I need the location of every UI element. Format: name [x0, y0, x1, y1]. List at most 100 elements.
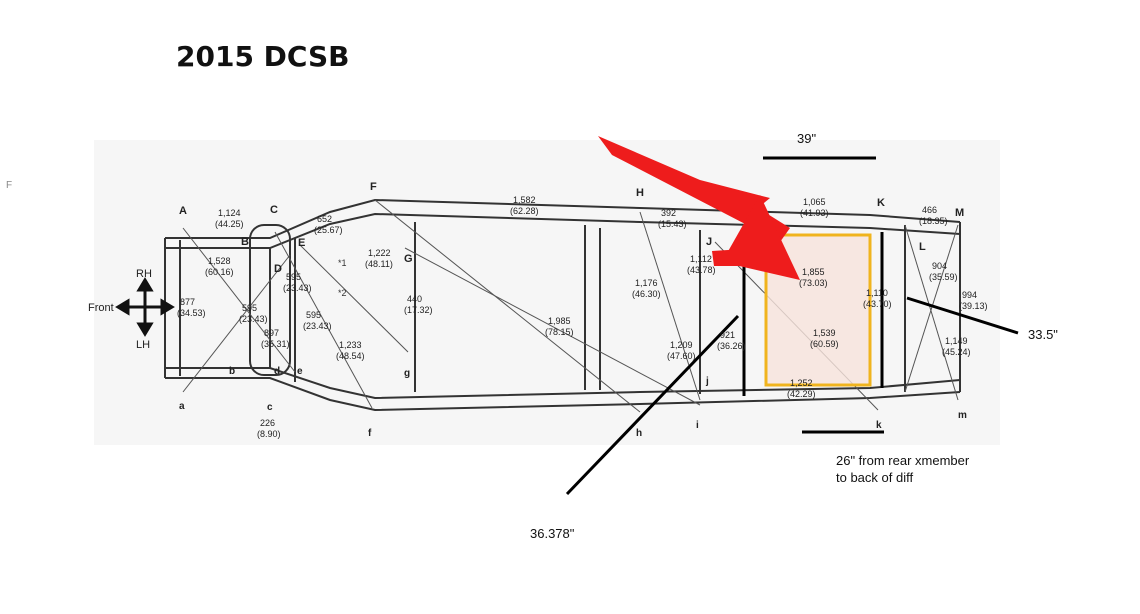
dimension-mm: 440	[407, 294, 422, 304]
dimension-mm: 1,110	[866, 288, 888, 298]
point-label-E: E	[298, 237, 305, 249]
dimension-mm: 1,065	[803, 197, 826, 207]
dimension-inches: (42.29)	[787, 389, 816, 399]
dimension-labels: 1,124(44.25) 652(25.67) 1,582(62.28) 392(15…	[177, 195, 988, 439]
point-label-lower-g: g	[404, 368, 410, 379]
arrow-right-icon	[160, 298, 175, 316]
annotation-33-5: 33.5"	[1028, 327, 1058, 342]
dimension-label: 921(36.26)	[717, 330, 746, 351]
arrow-down-icon	[136, 322, 154, 337]
dimension-inches: (23.43)	[303, 321, 332, 331]
dimension-inches: (43.70)	[863, 299, 892, 309]
annotation-36-378: 36.378"	[530, 526, 575, 541]
dimension-mm: 1,176	[635, 278, 658, 288]
dimension-label: 1,209(47.60)	[667, 340, 696, 361]
point-label-D: D	[274, 263, 282, 275]
dimension-mm: 921	[720, 330, 735, 340]
diag-H-i	[639, 211, 701, 401]
red-arrow	[598, 136, 800, 280]
dimension-inches: (25.67)	[314, 225, 343, 235]
dimension-mm: 1,209	[670, 340, 693, 350]
dimension-mm: 595	[286, 272, 301, 282]
dimension-label: 1,233(48.54)	[336, 340, 365, 361]
dimension-mm: 1,528	[208, 256, 231, 266]
label-front: Front	[88, 302, 114, 314]
line-36-378	[565, 314, 740, 496]
point-label-lower-c: c	[267, 402, 273, 413]
dimension-mm: 904	[932, 261, 947, 271]
dimension-mm: 226	[260, 418, 275, 428]
dimension-label: 994(39.13)	[959, 290, 988, 311]
dimension-mm: 1,582	[513, 195, 536, 205]
dimension-label: 1,065(41.93)	[800, 197, 829, 218]
dimension-mm: 1,149	[945, 336, 968, 346]
dimension-label: 1,252(42.29)	[787, 378, 816, 399]
point-label-lower-i: i	[696, 420, 699, 431]
dimension-inches: (18.35)	[919, 216, 948, 226]
dimension-mm: 392	[661, 208, 676, 218]
dimension-inches: (23.43)	[239, 314, 268, 324]
dimension-mm: 466	[922, 205, 937, 215]
dimension-inches: (34.53)	[177, 308, 206, 318]
dimension-inches: (47.60)	[667, 351, 696, 361]
dimension-label: 226(8.90)	[257, 418, 281, 439]
dimension-inches: (15.43)	[658, 219, 687, 229]
dimension-inches: (36.26)	[717, 341, 746, 351]
annotation-26-line2: to back of diff	[836, 470, 914, 485]
star-label-1: *1	[338, 258, 347, 268]
dimension-label: 1,176(46.30)	[632, 278, 661, 299]
dimension-inches: (23.43)	[283, 283, 312, 293]
point-label-lower-j: j	[705, 376, 709, 387]
point-label-lower-b: b	[229, 366, 235, 377]
point-label-lower-k: k	[876, 420, 882, 431]
dimension-label: 1,855(73.03)	[799, 267, 828, 288]
dimension-inches: (73.03)	[799, 278, 828, 288]
dimension-mm: 1,252	[790, 378, 813, 388]
point-label-lower-e: e	[297, 366, 303, 377]
star-label-2: *2	[338, 288, 347, 298]
point-label-H: H	[636, 187, 644, 199]
point-label-B: B	[241, 236, 249, 248]
dimension-inches: (45.24)	[942, 347, 971, 357]
diag-F-h	[374, 199, 641, 413]
frame-rails	[164, 198, 961, 412]
page-title: 2015 DCSB	[176, 40, 350, 73]
dimension-label: 1,582(62.28)	[510, 195, 539, 216]
point-label-L: L	[919, 241, 926, 253]
dimension-inches: (60.59)	[810, 339, 839, 349]
dimension-inches: (48.54)	[336, 351, 365, 361]
diag-G-i	[404, 247, 701, 406]
point-label-K: K	[877, 197, 885, 209]
dimension-mm: 1,985	[548, 316, 571, 326]
dimension-inches: (46.30)	[632, 289, 661, 299]
dimension-mm: 1,124	[218, 208, 241, 218]
dimension-label: 595(23.43)	[239, 303, 268, 324]
point-label-G: G	[404, 253, 413, 265]
point-label-lower-a: a	[179, 401, 185, 412]
point-label-C: C	[270, 204, 278, 216]
dimension-label: 595(23.43)	[283, 272, 312, 293]
point-label-lower-d: d	[274, 366, 280, 377]
dimension-inches: (62.28)	[510, 206, 539, 216]
point-label-J: J	[706, 236, 712, 248]
dimension-inches: (43.78)	[687, 265, 716, 275]
point-label-lower-h: h	[636, 428, 642, 439]
dimension-inches: (17.32)	[404, 305, 433, 315]
label-rh: RH	[136, 268, 152, 280]
diag-E-g	[299, 244, 409, 353]
point-label-A: A	[179, 205, 187, 217]
diag-C-f	[274, 231, 373, 409]
dimension-mm: 1,222	[368, 248, 391, 258]
dimension-label: 904(35.59)	[929, 261, 958, 282]
diag-a-D	[182, 254, 291, 393]
arrow-tail	[712, 248, 762, 266]
dimension-inches: (60.16)	[205, 267, 234, 277]
arrow-up-icon	[136, 277, 154, 292]
dimension-mm: 652	[317, 214, 332, 224]
diag-L-m	[904, 224, 959, 401]
dimension-inches: (35.31)	[261, 339, 290, 349]
dimension-inches: (44.25)	[215, 219, 244, 229]
